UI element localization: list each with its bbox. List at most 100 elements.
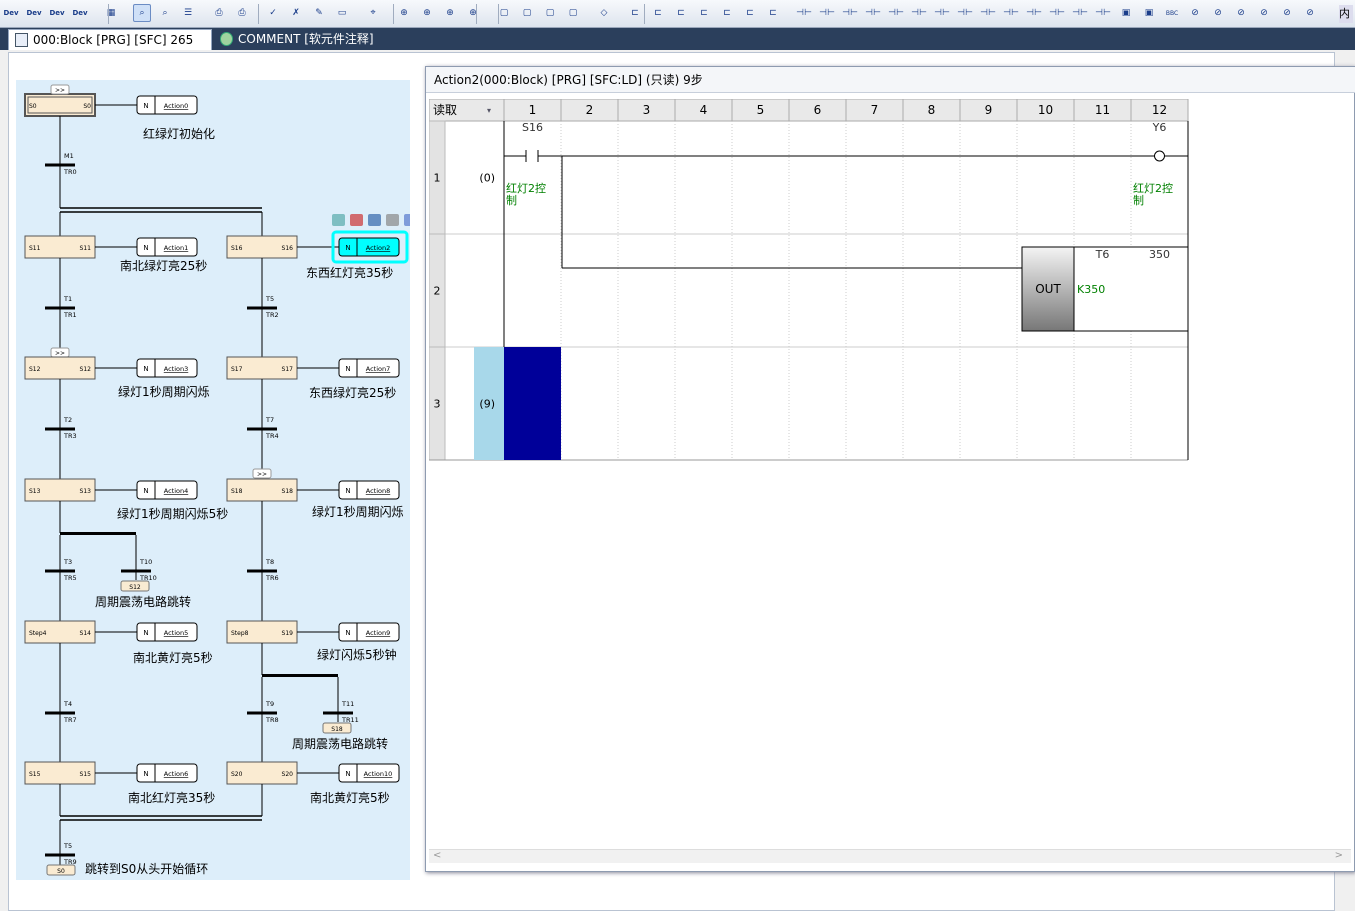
sfc-jump-target[interactable] [120,580,150,592]
contact-icon[interactable]: ⊣⊢ [864,4,882,22]
coil-output[interactable] [1154,150,1165,162]
sfc-action-0[interactable] [136,95,198,115]
screen-icon[interactable]: ▢ [518,4,536,22]
contact-icon[interactable]: ⊣⊢ [1025,4,1043,22]
sfc-action-8[interactable] [338,622,400,642]
ladder-window[interactable]: Action2(000:Block) [PRG] [SFC:LD] (只读) 9… [425,66,1355,872]
print-icon[interactable]: ⎙ [233,4,251,22]
contact-icon[interactable]: ⊣⊢ [1071,4,1089,22]
action-mini-tool-icon[interactable] [386,214,399,226]
sfc-transition-bar[interactable] [45,427,75,431]
zoom-icon[interactable]: ⊕ [395,4,413,22]
contact-icon[interactable]: ⊣⊢ [795,4,813,22]
horizontal-scrollbar[interactable]: < > [429,849,1351,863]
tab-sfc-block[interactable]: 000:Block [PRG] [SFC] 265步 × [8,29,212,67]
dev-icon[interactable]: Dev [71,4,89,22]
search-icon[interactable]: ⌕ [156,4,174,22]
contact-icon[interactable]: ⊣⊢ [933,4,951,22]
screen-icon[interactable]: ▢ [495,4,513,22]
coil-icon[interactable]: ⊘ [1186,4,1204,22]
sfc-transition-bar[interactable] [45,163,75,167]
sfc-step-icon[interactable]: ⊏ [672,4,690,22]
memory-icon[interactable]: BBC [1163,4,1181,22]
scroll-left-icon[interactable]: < [433,850,442,861]
screen-icon[interactable]: ▢ [541,4,559,22]
shape-icon[interactable]: ◇ [595,4,613,22]
sfc-action-2[interactable] [338,237,400,257]
contact-icon[interactable]: ⊣⊢ [910,4,928,22]
sfc-transition-bar[interactable] [247,569,277,573]
find-icon[interactable]: ⌖ [364,4,382,22]
sfc-jump-target[interactable] [322,722,352,734]
zoom-icon[interactable]: ⊕ [418,4,436,22]
contact-icon[interactable]: ⊣⊢ [887,4,905,22]
brush-icon[interactable]: ✎ [310,4,328,22]
sfc-jump-target[interactable] [46,864,76,876]
sfc-comment-s20: 南北黄灯亮5秒 [310,790,390,805]
memory-icon[interactable]: ▣ [1117,4,1135,22]
tab-comment[interactable]: COMMENT [软元件注释] [214,29,384,50]
sfc-action-7[interactable] [136,622,198,642]
sfc-transition-bar[interactable] [247,711,277,715]
sfc-marker-text: >> [257,471,267,478]
contact-icon[interactable]: ⊣⊢ [841,4,859,22]
contact-icon[interactable]: ⊣⊢ [1002,4,1020,22]
sfc-transition-bar[interactable] [247,306,277,310]
action-mini-tool-icon[interactable] [404,214,417,226]
check-icon[interactable]: ✓ [264,4,282,22]
sfc-transition-bar[interactable] [247,427,277,431]
sfc-action-6[interactable] [338,480,400,500]
contact-icon[interactable]: ⊣⊢ [956,4,974,22]
grid-icon[interactable]: ▦ [102,4,120,22]
contact-icon[interactable]: ⊣⊢ [979,4,997,22]
sfc-transition-bar[interactable] [121,569,151,573]
contact-icon[interactable]: ⊣⊢ [1048,4,1066,22]
action-mini-tool-icon[interactable] [332,214,345,226]
panel-tab-right[interactable]: 内 [1339,5,1353,23]
sfc-transition-bar[interactable] [45,853,75,857]
list-icon[interactable]: ☰ [179,4,197,22]
sfc-transition-bar[interactable] [45,711,75,715]
monitor-icon[interactable]: ▭ [333,4,351,22]
memory-icon[interactable]: ▣ [1140,4,1158,22]
sfc-action-3[interactable] [136,358,198,378]
search-icon[interactable]: ⌕ [133,4,151,22]
action-mini-tool-icon[interactable] [368,214,381,226]
sfc-step-icon[interactable]: ⊏ [764,4,782,22]
print-icon[interactable]: ⎙ [210,4,228,22]
action-mini-tool-icon[interactable] [350,214,363,226]
coil-icon[interactable]: ⊘ [1232,4,1250,22]
zoom-icon[interactable]: ⊕ [464,4,482,22]
edit-cursor[interactable] [504,347,561,460]
xcheck-icon[interactable]: ✗ [287,4,305,22]
coil-icon[interactable]: ⊘ [1278,4,1296,22]
sfc-step-icon[interactable]: ⊏ [626,4,644,22]
coil-icon[interactable]: ⊘ [1255,4,1273,22]
dev-icon[interactable]: Dev [48,4,66,22]
sfc-step-icon[interactable]: ⊏ [695,4,713,22]
coil-icon[interactable]: ⊘ [1301,4,1319,22]
sfc-action-10[interactable] [338,763,400,783]
sfc-transition-bar[interactable] [45,306,75,310]
coil-icon[interactable]: ⊘ [1209,4,1227,22]
sfc-step-icon[interactable]: ⊏ [649,4,667,22]
sfc-transition-bar[interactable] [323,711,353,715]
screen-icon[interactable]: ▢ [564,4,582,22]
sfc-action-9[interactable] [136,763,198,783]
contact-icon[interactable]: ⊣⊢ [1094,4,1112,22]
sfc-step-icon[interactable]: ⊏ [718,4,736,22]
sfc-action-5[interactable] [136,480,198,500]
dev-icon[interactable]: Dev [25,4,43,22]
column-header-4: 4 [700,103,708,117]
sfc-step-icon[interactable]: ⊏ [741,4,759,22]
dev-icon[interactable]: Dev [2,4,20,22]
sfc-transition-bar[interactable] [45,569,75,573]
contact-icon[interactable]: ⊣⊢ [818,4,836,22]
scroll-right-icon[interactable]: > [1334,850,1343,861]
zoom-icon[interactable]: ⊕ [441,4,459,22]
sfc-action-1[interactable] [136,237,198,257]
toolbar-glyph: ⊣⊢ [796,8,812,18]
sfc-action-4[interactable] [338,358,400,378]
